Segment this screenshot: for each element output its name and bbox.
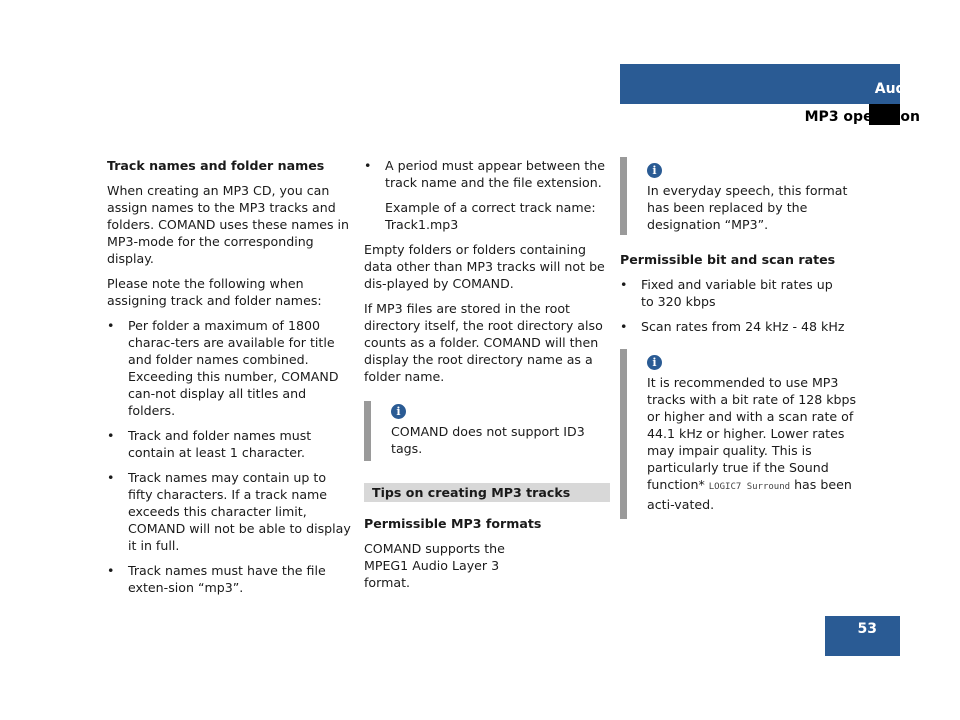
paragraph: COMAND supports the MPEG1 Audio Layer 3 …: [364, 541, 505, 590]
header-marker: [869, 104, 900, 125]
info-note-text: In everyday speech, this format has been…: [647, 183, 848, 232]
column-2: • A period must appear between the track…: [364, 157, 610, 599]
page-number: 53: [857, 621, 877, 637]
info-note: i In everyday speech, this format has be…: [620, 157, 870, 235]
section-title: Audio: [874, 81, 920, 97]
list-item: • Track and folder names must contain at…: [107, 427, 353, 461]
bullet-icon: •: [107, 428, 115, 443]
list-item-text: Fixed and variable bit rates up to 320 k…: [641, 277, 833, 309]
list-item-text: Track and folder names must contain at l…: [128, 428, 312, 460]
list-item: • Track names may contain up to fifty ch…: [107, 469, 353, 554]
list-item: • A period must appear between the track…: [364, 157, 610, 191]
heading-rates: Permissible bit and scan rates: [620, 252, 836, 267]
paragraph: If MP3 files are stored in the root dire…: [364, 301, 603, 384]
list-item-text: Per folder a maximum of 1800 charac-ters…: [128, 318, 335, 367]
info-icon: i: [647, 163, 662, 178]
list-item: • Scan rates from 24 kHz - 48 kHz: [620, 318, 870, 335]
list-item: • Track names must have the file exten-s…: [107, 562, 353, 596]
bullet-icon: •: [620, 319, 628, 334]
info-note: i COMAND does not support ID3 tags.: [364, 401, 610, 461]
list-item: • Fixed and variable bit rates up to 320…: [620, 276, 870, 310]
header-bar: [620, 64, 900, 104]
info-icon: i: [647, 355, 662, 370]
list-item-text: A period must appear between the track n…: [385, 158, 605, 190]
heading-track-names: Track names and folder names: [107, 158, 325, 173]
paragraph: Empty folders or folders containing data…: [364, 242, 605, 291]
example-value: Track1.mp3: [385, 217, 459, 232]
list-item-text: Scan rates from 24 kHz - 48 kHz: [641, 319, 845, 334]
bullet-icon: •: [364, 158, 372, 173]
info-note-text: It is recommended to use MP3 tracks with…: [647, 374, 870, 513]
bullet-icon: •: [107, 318, 115, 333]
heading-formats: Permissible MP3 formats: [364, 516, 542, 531]
list-item: • Per folder a maximum of 1800 charac-te…: [107, 317, 353, 419]
paragraph: When creating an MP3 CD, you can assign …: [107, 183, 350, 266]
logic7-surround-label: LOGIC7 Surround: [708, 482, 791, 492]
bullet-icon: •: [107, 470, 115, 485]
example-label: Example of a correct track name:: [385, 200, 596, 215]
info-note: i It is recommended to use MP3 tracks wi…: [620, 349, 870, 519]
tips-heading: Tips on creating MP3 tracks: [364, 483, 610, 502]
subsection-title: MP3 operation: [804, 109, 920, 125]
list-item-text: Track names must have the file exten-sio…: [128, 563, 326, 595]
paragraph: Please note the following when assigning…: [107, 276, 322, 308]
bullet-icon: •: [107, 563, 115, 578]
info-note-text: COMAND does not support ID3 tags.: [391, 424, 585, 456]
list-item-text: Track names may contain up to fifty char…: [128, 470, 351, 553]
page-number-box: [825, 616, 900, 656]
column-1: Track names and folder names When creati…: [107, 157, 353, 604]
list-item-text: Exceeding this number, COMAND can-not di…: [128, 369, 339, 418]
column-3: i In everyday speech, this format has be…: [620, 157, 870, 519]
bullet-icon: •: [620, 277, 628, 292]
info-icon: i: [391, 404, 406, 419]
info-note-text-part: It is recommended to use MP3 tracks with…: [647, 375, 857, 492]
info-note-text-part: has been acti-vated.: [647, 477, 852, 512]
